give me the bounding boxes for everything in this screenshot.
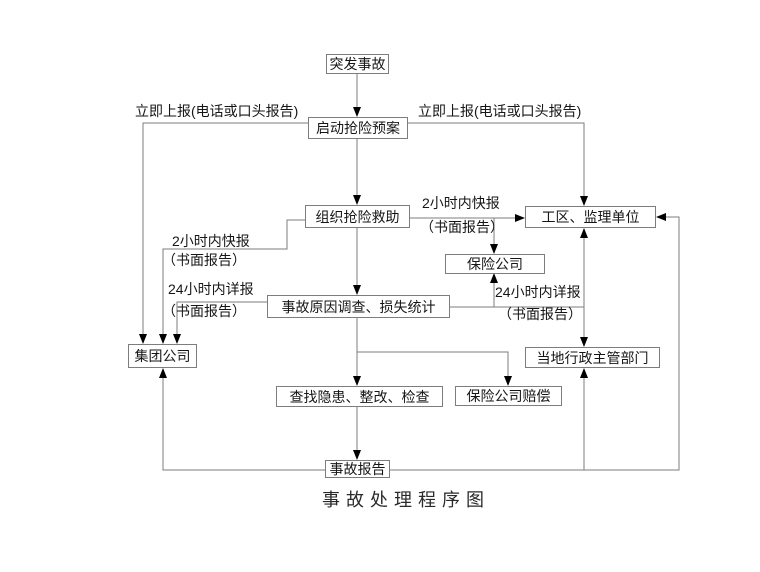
node-launch-plan: 启动抢险预案 <box>308 117 408 139</box>
node-group-company: 集团公司 <box>128 344 197 368</box>
diagram-title: 事故处理程序图 <box>322 490 490 510</box>
edge-label-detail-report-right-line1: 24小时内详报 <box>495 284 581 300</box>
node-sudden-accident: 突发事故 <box>326 54 389 74</box>
node-local-authority: 当地行政主管部门 <box>525 347 660 368</box>
edge-report-to-group <box>159 368 325 471</box>
node-insurance-compensation: 保险公司赔偿 <box>455 386 562 406</box>
edge-branch-to-compensation <box>357 351 512 386</box>
node-accident-report: 事故报告 <box>325 460 390 478</box>
node-cause-investigation: 事故原因调查、损失统计 <box>267 295 450 318</box>
edge-launch-to-workarea-immediate <box>408 122 588 206</box>
edge-investigation-to-group-detail <box>173 301 267 344</box>
edge-organize-to-group-quick <box>159 219 305 344</box>
edge-report-to-workarea <box>390 213 680 471</box>
edge-label-immediate-report-left: 立即上报(电话或口头报告) <box>135 103 299 119</box>
edge-label-quick-report-right-line1: 2小时内快报 <box>422 195 500 211</box>
node-organize-rescue: 组织抢险救助 <box>305 205 410 228</box>
edge-label-detail-report-left-line2: （书面报告） <box>162 303 246 319</box>
node-insurance-company: 保险公司 <box>445 254 545 274</box>
edge-label-detail-report-right-line2: （书面报告） <box>498 306 582 322</box>
edge-label-quick-report-right-line2: （书面报告） <box>420 219 504 235</box>
edge-label-quick-report-left-line2: （书面报告） <box>162 252 246 268</box>
node-work-area-supervisor: 工区、监理单位 <box>525 206 656 228</box>
edge-launch-to-group-immediate <box>139 122 308 344</box>
edge-label-immediate-report-right: 立即上报(电话或口头报告) <box>418 103 582 119</box>
edge-label-quick-report-left-line1: 2小时内快报 <box>172 233 250 249</box>
node-hazard-check: 查找隐患、整改、检查 <box>276 386 443 407</box>
edge-label-detail-report-left-line1: 24小时内详报 <box>168 281 254 297</box>
